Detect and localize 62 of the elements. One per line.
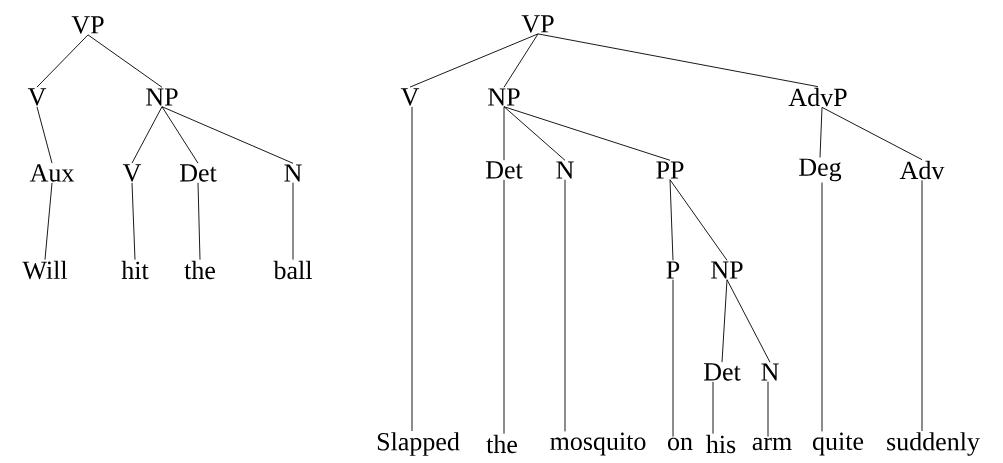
tree-branch xyxy=(821,106,923,161)
tree-branch xyxy=(409,33,539,88)
category-label: Aux xyxy=(29,164,75,182)
category-label: Det xyxy=(704,363,741,381)
tree-branch xyxy=(36,34,89,88)
category-label: NP xyxy=(488,88,520,106)
word: his xyxy=(706,434,736,454)
word: the xyxy=(486,434,517,454)
category-label: Deg xyxy=(799,158,842,182)
tree-branch xyxy=(131,182,136,261)
category-label: NP xyxy=(146,88,178,106)
word: on xyxy=(668,437,693,451)
tree-branch xyxy=(921,179,923,432)
word: mosquito xyxy=(550,432,646,456)
tree-branch xyxy=(503,33,539,88)
category-label: AdvP xyxy=(788,87,847,107)
tree-branch xyxy=(161,106,294,164)
tree-branch xyxy=(819,106,823,158)
category-label: Adv xyxy=(899,160,945,180)
tree-branch xyxy=(503,106,671,161)
tree-branch xyxy=(669,179,674,261)
tree-branch xyxy=(503,179,505,435)
tree-branch xyxy=(44,182,53,261)
tree-branch xyxy=(726,279,771,363)
category-label: P xyxy=(666,261,680,279)
word: Slapped xyxy=(377,432,460,456)
tree-branch xyxy=(564,179,566,432)
tree-branch xyxy=(161,106,199,164)
word: Will xyxy=(22,260,68,280)
category-label: Det xyxy=(180,164,217,182)
tree-branch xyxy=(292,182,294,261)
word: quite xyxy=(812,432,864,456)
tree-branch xyxy=(197,182,201,261)
tree-branch xyxy=(721,279,728,363)
tree-branch xyxy=(672,279,674,437)
tree-branch xyxy=(411,106,413,432)
category-label: V xyxy=(27,88,47,106)
category-label: PP xyxy=(656,161,684,179)
tree-branch xyxy=(767,381,769,437)
tree-branch xyxy=(537,33,819,88)
category-label: N xyxy=(556,161,574,179)
category-label: VP xyxy=(521,15,554,33)
category-label: N xyxy=(284,164,302,182)
tree-branch xyxy=(503,106,505,161)
category-label: V xyxy=(400,88,420,106)
category-label: N xyxy=(761,363,779,381)
tree-branch xyxy=(131,106,163,164)
category-label: NP xyxy=(711,261,743,279)
tree-branch xyxy=(712,381,714,435)
word: hit xyxy=(121,260,149,280)
word: suddenly xyxy=(887,432,980,456)
word: the xyxy=(184,260,215,280)
word: arm xyxy=(752,437,792,451)
category-label: Det xyxy=(486,161,523,179)
word: ball xyxy=(273,260,312,280)
tree-branch xyxy=(36,106,53,164)
tree-branch xyxy=(87,34,163,88)
tree-branch xyxy=(503,106,566,161)
category-label: VP xyxy=(71,16,104,34)
category-label: V xyxy=(122,164,142,182)
tree-branch xyxy=(821,182,823,432)
tree-branch xyxy=(669,179,728,261)
